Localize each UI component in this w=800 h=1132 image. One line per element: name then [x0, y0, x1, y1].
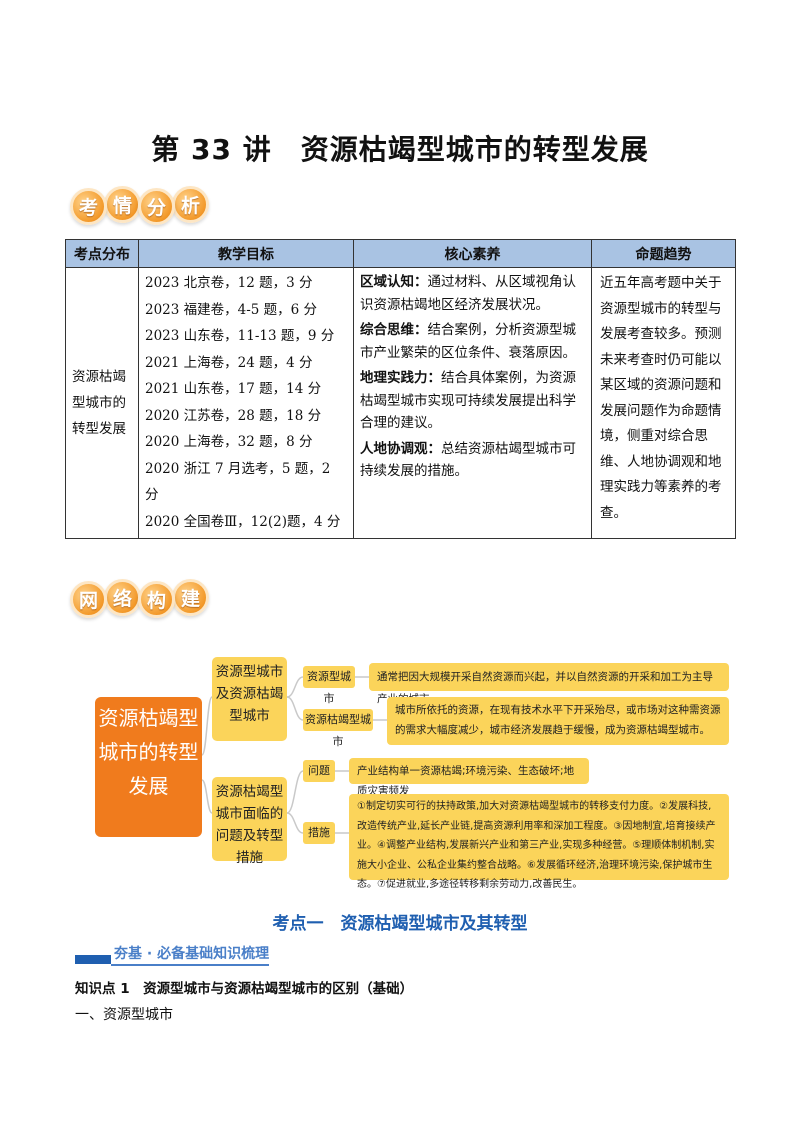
exam-item: 2020 江苏卷，28 题，18 分 — [145, 407, 322, 424]
literacy-text: 结合案例，分析资源型城市产业繁荣的区位条件、衰落原因。 — [360, 322, 576, 361]
literacy-item: 区域认知：通过材料、从区域视角认识资源枯竭地区经济发展状况。 — [360, 271, 585, 316]
topic-cell: 资源枯竭型城市的转型发展 — [65, 267, 139, 539]
header-topic: 考点分布 — [65, 239, 139, 268]
badge-char: 考 — [70, 187, 107, 225]
mind-map-connectors — [201, 676, 387, 834]
literacy-text: 通过材料、从区域视角认识资源枯竭地区经济发展状况。 — [360, 274, 576, 313]
badge-char: 分 — [138, 187, 175, 225]
leaf-problem: 产业结构单一资源枯竭;环境污染、生态破坏;地质灾害频发 — [349, 758, 589, 797]
badge-char: 络 — [104, 578, 141, 616]
exam-analysis-badge: 考 情 分 析 — [70, 180, 209, 228]
trend-cell: 近五年高考题中关于资源型城市的转型与发展考查较多。预测未来考查时仍可能以某区域的… — [591, 267, 736, 539]
literacy-item: 综合思维：结合案例，分析资源型城市产业繁荣的区位条件、衰落原因。 — [360, 319, 585, 364]
exam-item: 2023 山东卷，11-13 题，9 分 — [145, 328, 335, 344]
exam-item: 2020 全国卷Ⅲ，12(2)题，4 分 — [145, 513, 341, 530]
branch-problems-measures: 资源枯竭型城市面临的问题及转型措施 — [212, 777, 287, 866]
table-header-row: 考点分布 教学目标 核心素养 命题趋势 — [65, 239, 736, 268]
exam-item: 2023 北京卷，12 题，3 分 — [145, 275, 313, 291]
banner-bar — [75, 954, 111, 964]
badge-char: 建 — [172, 578, 209, 616]
mind-map: 资源枯竭型城市的转型发展 资源型城市及资源枯竭型城市 资源枯竭型城市面临的问题及… — [95, 655, 735, 895]
section-title: 考点一 资源枯竭型城市及其转型 — [272, 914, 528, 934]
page-title: 第 33 讲 资源枯竭型城市的转型发展 — [151, 133, 649, 166]
literacy-label: 综合思维： — [360, 322, 428, 338]
table-row: 资源枯竭型城市的转型发展 2023 北京卷，12 题，3 分 2023 福建卷，… — [65, 267, 736, 539]
knowledge-point-heading: 知识点 1 资源型城市与资源枯竭型城市的区别（基础） — [75, 981, 414, 997]
literacy-text: 总结资源枯竭型城市可持续发展的措施。 — [360, 440, 576, 480]
header-trend: 命题趋势 — [591, 239, 736, 268]
node-depleted-city: 资源枯竭型城市 — [303, 709, 373, 748]
branch-resource-cities: 资源型城市及资源枯竭型城市 — [212, 657, 287, 741]
exam-analysis-table: 考点分布 教学目标 核心素养 命题趋势 资源枯竭型城市的转型发展 2023 北京… — [65, 239, 736, 539]
leaf-measure: ①制定切实可行的扶持政策,加大对资源枯竭型城市的转移支付力度。②发展科技,改造传… — [349, 794, 729, 890]
exam-item: 2020 浙江 7 月选考，5 题，2 分 — [145, 460, 331, 504]
mind-map-root: 资源枯竭型城市的转型发展 — [95, 697, 202, 837]
node-resource-city: 资源型城市 — [303, 666, 355, 705]
header-literacy: 核心素养 — [353, 239, 592, 268]
badge-char: 网 — [70, 580, 107, 618]
banner-text: 夯基 · 必备基础知识梳理 — [111, 944, 270, 966]
network-build-badge: 网 络 构 建 — [70, 573, 209, 621]
header-goals: 教学目标 — [138, 239, 354, 268]
exam-item: 2021 上海卷，24 题，4 分 — [145, 354, 313, 371]
literacy-item: 人地协调观：总结资源枯竭型城市可持续发展的措施。 — [360, 438, 585, 483]
literacy-text: 结合具体案例，为资源枯竭型城市实现可持续发展提出科学合理的建议。 — [360, 370, 576, 431]
node-measure: 措施 — [303, 822, 335, 844]
badge-char: 析 — [172, 185, 209, 223]
literacy-cell: 区域认知：通过材料、从区域视角认识资源枯竭地区经济发展状况。 综合思维：结合案例… — [353, 267, 592, 539]
node-problem: 问题 — [303, 760, 335, 782]
literacy-label: 区域认知： — [360, 274, 428, 290]
exam-list-cell: 2023 北京卷，12 题，3 分 2023 福建卷，4-5 题，6 分 202… — [138, 267, 354, 539]
literacy-item: 地理实践力：结合具体案例，为资源枯竭型城市实现可持续发展提出科学合理的建议。 — [360, 367, 585, 435]
subheading: 一、资源型城市 — [75, 1007, 173, 1023]
leaf-resource-city: 通常把因大规模开采自然资源而兴起，并以自然资源的开采和加工为主导产业的城市。 — [369, 663, 729, 705]
badge-char: 构 — [138, 580, 175, 618]
literacy-label: 人地协调观： — [360, 440, 441, 457]
exam-item: 2021 山东卷，17 题，14 分 — [145, 381, 322, 397]
sub-banner: 夯基 · 必备基础知识梳理 — [75, 944, 270, 966]
literacy-label: 地理实践力： — [360, 370, 441, 386]
leaf-depleted-city: 城市所依托的资源，在现有技术水平下开采殆尽，或市场对这种需资源的需求大幅度减少，… — [387, 697, 729, 745]
badge-char: 情 — [104, 185, 141, 223]
exam-item: 2023 福建卷，4-5 题，6 分 — [145, 301, 318, 318]
exam-item: 2020 上海卷，32 题，8 分 — [145, 434, 313, 450]
